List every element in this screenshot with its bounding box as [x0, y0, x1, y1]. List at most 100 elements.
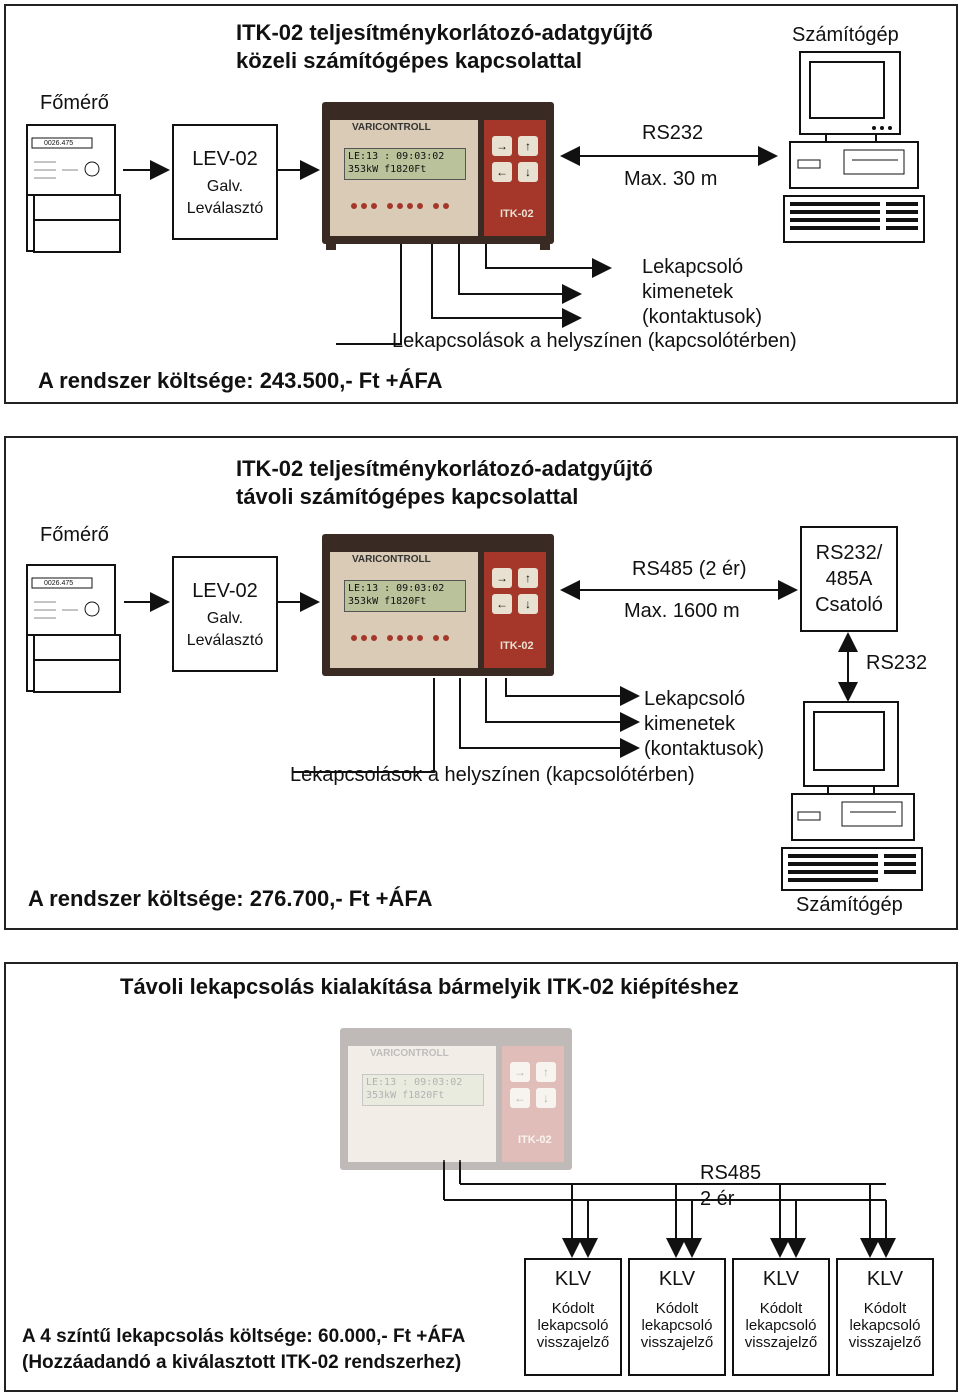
- key-down-icon[interactable]: ↓: [518, 162, 538, 182]
- klv-line3: visszajelző: [848, 1334, 922, 1351]
- panel-remote-connection: ITK-02 teljesítménykorlátozó-adatgyűjtő …: [4, 436, 958, 930]
- coupler-line3: Csatoló: [815, 594, 883, 616]
- lev-title: LEV-02: [192, 148, 258, 170]
- coupler-line2: 485A: [825, 568, 873, 590]
- device-lcd-line1: LE:13 : 09:03:02: [348, 583, 445, 594]
- device-lcd-line2: 353kW f1820Ft: [348, 164, 427, 175]
- klv-unit-1: KLV Kódolt lekapcsoló visszajelző: [524, 1258, 622, 1376]
- panel2-title-line2: távoli számítógépes kapcsolattal: [236, 484, 579, 509]
- klv-line1: Kódolt: [551, 1300, 595, 1317]
- lev-sub2: Leválasztó: [186, 632, 264, 649]
- computer-icon: [782, 50, 928, 246]
- klv-line1: Kódolt: [655, 1300, 699, 1317]
- klv-unit-4: KLV Kódolt lekapcsoló visszajelző: [836, 1258, 934, 1376]
- panel1-connections: [123, 146, 778, 345]
- panel1-site-label: Lekapcsolások a helyszínen (kapcsolótérb…: [392, 330, 797, 352]
- panel2-link-label: RS485 (2 ér): [632, 558, 747, 580]
- klv-line2: lekapcsoló: [641, 1317, 713, 1334]
- key-left-icon: ←: [510, 1088, 530, 1108]
- panel2-link-distance: Max. 1600 m: [624, 600, 740, 622]
- key-up-icon[interactable]: ↑: [518, 136, 538, 156]
- panel2-out-line2: kimenetek: [644, 713, 736, 735]
- lev-02-box: LEV-02 Galv. Leválasztó: [172, 124, 278, 240]
- key-up-icon[interactable]: ↑: [518, 568, 538, 588]
- device-lcd-line1: LE:13 : 09:03:02: [366, 1077, 463, 1088]
- klv-line2: lekapcsoló: [849, 1317, 921, 1334]
- panel1-link-label: RS232: [642, 122, 704, 144]
- panel2-computer-label: Számítógép: [796, 894, 903, 916]
- klv-title: KLV: [554, 1268, 592, 1290]
- meter-reading: 0026.475: [44, 580, 74, 587]
- klv-unit-3: KLV Kódolt lekapcsoló visszajelző: [732, 1258, 830, 1376]
- device-lcd-line1: LE:13 : 09:03:02: [348, 151, 445, 162]
- rs232-485-coupler-box: RS232/ 485A Csatoló: [800, 526, 898, 632]
- klv-line3: visszajelző: [744, 1334, 818, 1351]
- klv-line1: Kódolt: [759, 1300, 803, 1317]
- meter-icon: 0026.475: [26, 124, 122, 254]
- panel2-connections: [124, 580, 858, 773]
- panel1-cost: A rendszer költsége: 243.500,- Ft +ÁFA: [38, 368, 443, 393]
- klv-line2: lekapcsoló: [745, 1317, 817, 1334]
- panel1-link-distance: Max. 30 m: [624, 168, 718, 190]
- panel2-cost: A rendszer költsége: 276.700,- Ft +ÁFA: [28, 886, 433, 911]
- meter-icon: 0026.475: [26, 564, 122, 694]
- klv-branch-arrows: [562, 1184, 896, 1258]
- panel1-title-line1: ITK-02 teljesítménykorlátozó-adatgyűjtő: [236, 20, 653, 45]
- panel1-out-line3: (kontaktusok): [642, 306, 763, 328]
- device-lcd-line2: 353kW f1820Ft: [366, 1090, 445, 1101]
- lev-02-box: LEV-02 Galv. Leválasztó: [172, 556, 278, 672]
- panel1-out-line1: Lekapcsoló: [642, 256, 744, 278]
- key-left-icon[interactable]: ←: [492, 594, 512, 614]
- klv-title: KLV: [762, 1268, 800, 1290]
- computer-icon: [780, 700, 926, 896]
- panel1-title-line2: közeli számítógépes kapcsolattal: [236, 48, 583, 73]
- lev-sub1: Galv.: [206, 610, 244, 627]
- device-lcd: [344, 580, 466, 612]
- itk-02-device-faded: VARICONTROLL LE:13 : 09:03:02 353kW f182…: [340, 1028, 574, 1178]
- panel3-cost-line1: A 4 színtű lekapcsolás költsége: 60.000,…: [22, 1326, 466, 1347]
- panel3-bus: [443, 1160, 896, 1258]
- panel-near-connection: ITK-02 teljesítménykorlátozó-adatgyűjtő …: [4, 4, 958, 404]
- panel1-computer-label: Számítógép: [792, 24, 899, 46]
- klv-line1: Kódolt: [863, 1300, 907, 1317]
- key-right-icon: →: [510, 1062, 530, 1082]
- itk-02-device: VARICONTROLL LE:13 : 09:03:02 353kW f182…: [322, 534, 556, 684]
- key-right-icon[interactable]: →: [492, 136, 512, 156]
- bus-label-line1: RS485: [700, 1162, 762, 1184]
- key-down-icon: ↓: [536, 1088, 556, 1108]
- panel3-cost-line2: (Hozzáadandó a kiválasztott ITK-02 rends…: [22, 1352, 462, 1373]
- panel-remote-switching: Távoli lekapcsolás kialakítása bármelyik…: [4, 962, 958, 1392]
- device-model: ITK-02: [500, 208, 534, 220]
- panel2-pc-link-label: RS232: [866, 652, 928, 674]
- device-brand: VARICONTROLL: [370, 1048, 449, 1059]
- panel1-meter-label: Főmérő: [40, 92, 109, 114]
- klv-line3: visszajelző: [536, 1334, 610, 1351]
- device-lcd-line2: 353kW f1820Ft: [348, 596, 427, 607]
- panel2-site-label: Lekapcsolások a helyszínen (kapcsolótérb…: [290, 764, 695, 786]
- key-left-icon[interactable]: ←: [492, 162, 512, 182]
- device-model: ITK-02: [500, 640, 534, 652]
- key-down-icon[interactable]: ↓: [518, 594, 538, 614]
- bus-label-line2: 2 ér: [700, 1188, 735, 1210]
- klv-title: KLV: [866, 1268, 904, 1290]
- coupler-line1: RS232/: [815, 542, 883, 564]
- itk-02-device: VARICONTROLL LE:13 : 09:03:02 353kW f182…: [322, 102, 556, 252]
- device-lcd: [344, 148, 466, 180]
- device-model: ITK-02: [518, 1134, 552, 1146]
- key-up-icon: ↑: [536, 1062, 556, 1082]
- key-right-icon[interactable]: →: [492, 568, 512, 588]
- device-leds: [351, 203, 449, 209]
- lev-sub2: Leválasztó: [186, 200, 264, 217]
- panel1-out-line2: kimenetek: [642, 281, 734, 303]
- lev-title: LEV-02: [192, 580, 258, 602]
- panel2-out-line3: (kontaktusok): [644, 738, 765, 760]
- klv-title: KLV: [658, 1268, 696, 1290]
- meter-reading: 0026.475: [44, 140, 74, 147]
- panel2-out-line1: Lekapcsoló: [644, 688, 746, 710]
- klv-unit-2: KLV Kódolt lekapcsoló visszajelző: [628, 1258, 726, 1376]
- panel3-title: Távoli lekapcsolás kialakítása bármelyik…: [120, 974, 739, 999]
- panel2-meter-label: Főmérő: [40, 524, 109, 546]
- lev-sub1: Galv.: [206, 178, 244, 195]
- device-brand: VARICONTROLL: [352, 554, 431, 565]
- klv-line2: lekapcsoló: [537, 1317, 609, 1334]
